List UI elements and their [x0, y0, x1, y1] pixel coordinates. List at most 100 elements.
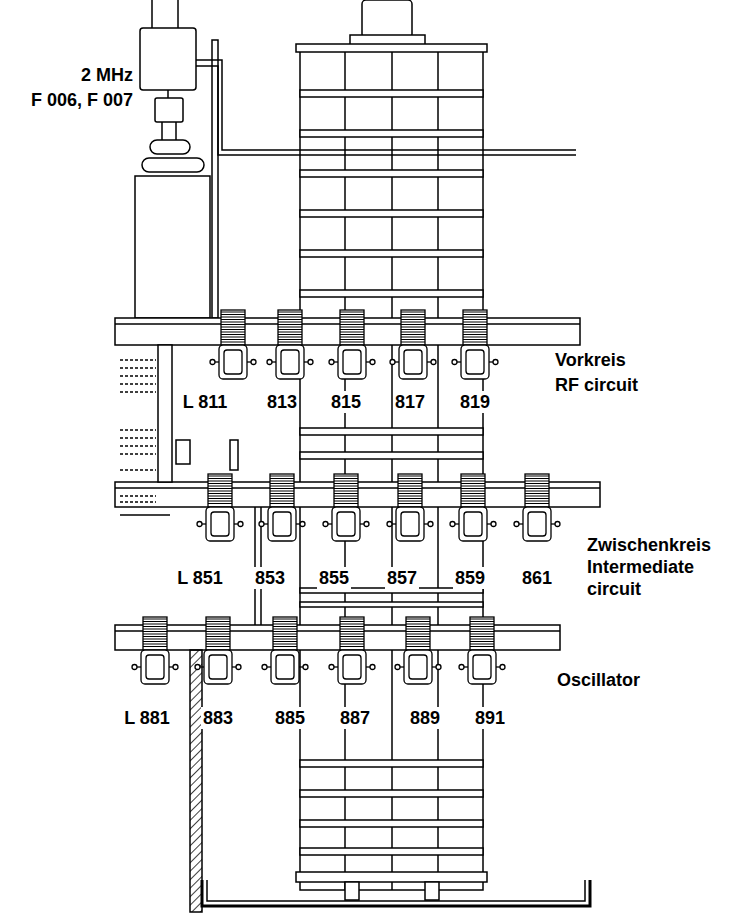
coil-winding: [143, 639, 167, 640]
coil-former: [334, 474, 358, 507]
coil-former: [470, 617, 494, 650]
coil-winding: [470, 624, 494, 625]
coil-former: [406, 617, 430, 650]
coil-winding: [463, 339, 487, 340]
coil-winding: [470, 629, 494, 630]
coil-cup: [276, 345, 304, 379]
coil-former: [221, 310, 245, 345]
wire: [120, 514, 170, 516]
coil-winding: [221, 327, 245, 328]
coil-number: 891: [473, 707, 507, 729]
coil-winding: [525, 503, 549, 504]
coil-winding: [143, 636, 167, 637]
coil-number: 855: [317, 567, 351, 589]
coil-winding: [340, 339, 364, 340]
coil-pin: [500, 665, 505, 670]
coil-winding: [406, 639, 430, 640]
coil-winding: [525, 486, 549, 487]
switch-contact: [230, 440, 238, 470]
coil-winding: [208, 483, 232, 484]
coil-winding: [398, 501, 422, 502]
coil-cup: [399, 345, 427, 379]
coil-winding: [278, 342, 302, 343]
coil-pin: [132, 665, 137, 670]
coil-winding: [340, 636, 364, 637]
coil-winding: [206, 619, 230, 620]
coil-winding: [340, 626, 364, 627]
coil-pin: [493, 360, 498, 365]
coil-winding: [206, 644, 230, 645]
coil: [132, 617, 178, 684]
coil-winding: [143, 644, 167, 645]
coil-winding: [463, 342, 487, 343]
coil-winding: [273, 629, 297, 630]
coil-winding: [334, 486, 358, 487]
wire: [120, 391, 156, 393]
coil-core: [281, 350, 299, 374]
coil-winding: [270, 493, 294, 494]
coil-pin: [251, 360, 256, 365]
coil-winding: [470, 626, 494, 627]
column-plate: [300, 820, 483, 827]
coil-winding: [340, 322, 364, 323]
coil-core: [409, 655, 427, 679]
coil-winding: [406, 626, 430, 627]
coil-winding: [525, 478, 549, 479]
wire: [120, 367, 156, 369]
coil-number: L 881: [122, 707, 172, 729]
coil-winding: [401, 339, 425, 340]
coil: [395, 617, 441, 684]
coil-pin: [323, 522, 328, 527]
coil-winding: [463, 312, 487, 313]
coil-winding: [340, 621, 364, 622]
coil-winding: [406, 644, 430, 645]
hatched-post: [190, 650, 202, 912]
coil-winding: [401, 329, 425, 330]
coil-number: L 811: [181, 391, 230, 413]
shaft-cylinder: [362, 0, 412, 38]
coil-pin: [390, 360, 395, 365]
coil-winding: [470, 631, 494, 632]
coil-winding: [340, 329, 364, 330]
coil-winding: [525, 491, 549, 492]
coil-winding: [143, 626, 167, 627]
coil-winding: [278, 339, 302, 340]
coil-winding: [278, 332, 302, 333]
coil-pin: [387, 522, 392, 527]
coil-winding: [221, 329, 245, 330]
coil-core: [473, 655, 491, 679]
coil: [459, 617, 505, 684]
coil-cup: [338, 345, 366, 379]
coil-winding: [461, 493, 485, 494]
coil-winding: [470, 634, 494, 635]
coil-winding: [406, 624, 430, 625]
filter-tube: [152, 0, 178, 30]
coil-pin: [370, 665, 375, 670]
coil: [387, 474, 433, 541]
coil-former: [340, 310, 364, 345]
coil: [259, 474, 305, 541]
coil-winding: [334, 496, 358, 497]
coil-pin: [303, 665, 308, 670]
coil-winding: [406, 629, 430, 630]
coil-winding: [273, 626, 297, 627]
coil-winding: [340, 634, 364, 635]
coil: [323, 474, 369, 541]
coil-winding: [406, 621, 430, 622]
coil-pin: [308, 360, 313, 365]
column-plate: [300, 760, 483, 767]
column-top-plate: [296, 44, 487, 52]
coil: [210, 310, 256, 379]
coil-winding: [143, 629, 167, 630]
coil-pin: [236, 665, 241, 670]
coil-winding: [278, 319, 302, 320]
coil-winding: [270, 476, 294, 477]
coil-pin: [428, 522, 433, 527]
column-plate: [300, 848, 483, 855]
coil-pin: [195, 665, 200, 670]
coil-number: 857: [385, 567, 419, 589]
coil-winding: [208, 488, 232, 489]
coil-winding: [340, 639, 364, 640]
coil-core: [224, 350, 242, 374]
coil-cup: [268, 507, 296, 541]
